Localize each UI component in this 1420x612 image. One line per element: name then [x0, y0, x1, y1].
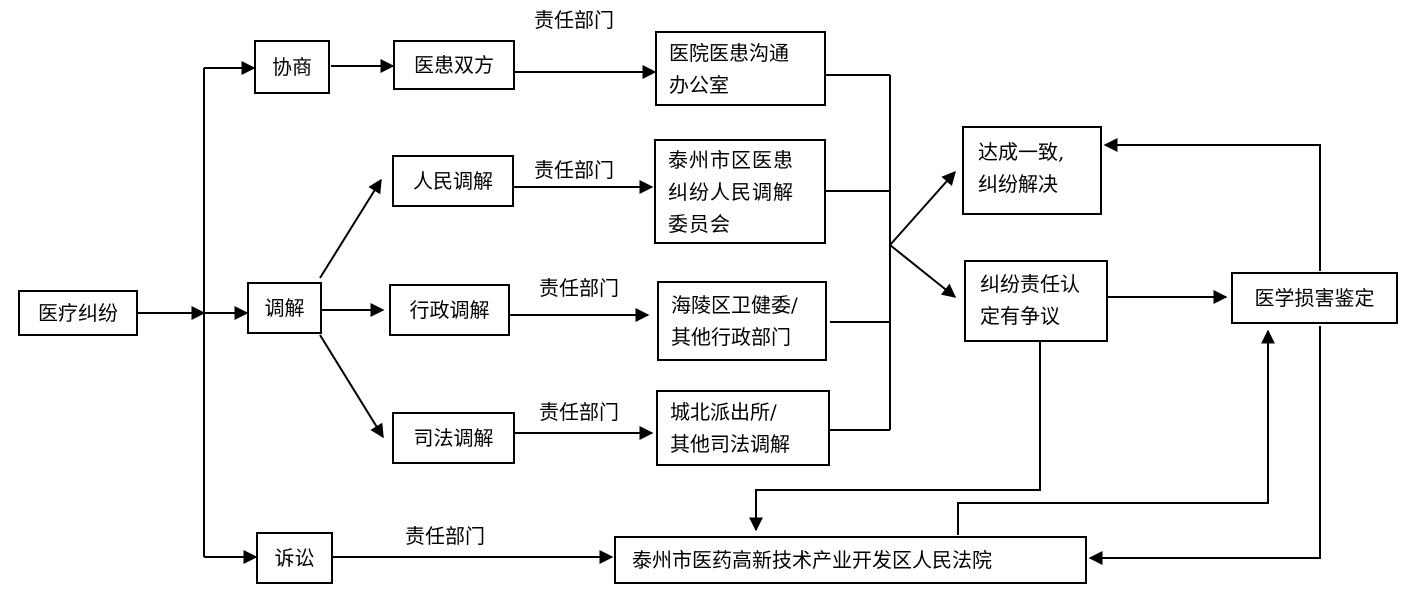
- node-hospital-office-line2: 办公室: [669, 73, 729, 97]
- edge-mediation-to-people: [319, 178, 382, 279]
- node-police-station-line2: 其他司法调解: [670, 432, 790, 456]
- node-police-station: 城北派出所/ 其他司法调解: [656, 390, 830, 466]
- node-dispute-liability-line1: 纠纷责任认: [980, 272, 1080, 296]
- edge-to-agreement: [889, 170, 956, 246]
- node-dispute-liability-line2: 定有争议: [980, 304, 1060, 328]
- node-hospital-office: 医院医患沟通 办公室: [655, 31, 826, 106]
- node-mediation: 调解: [247, 282, 322, 334]
- edge-label-people: 责任部门: [534, 158, 614, 182]
- node-litigation-label: 诉讼: [274, 546, 315, 570]
- node-medical-dispute: 医疗纠纷: [18, 290, 138, 336]
- node-hospital-office-line1: 医院医患沟通: [669, 41, 789, 65]
- edge-label-litigation: 责任部门: [405, 524, 485, 548]
- node-people-committee-line2: 纠纷人民调解: [668, 180, 794, 204]
- node-people-mediation: 人民调解: [392, 155, 514, 207]
- node-damage-appraisal-label: 医学损害鉴定: [1254, 286, 1375, 310]
- node-health-commission-line2: 其他行政部门: [671, 325, 791, 349]
- node-health-commission: 海陵区卫健委/ 其他行政部门: [657, 281, 827, 361]
- edge-to-dispute-liability: [889, 244, 957, 298]
- node-medical-dispute-label: 医疗纠纷: [38, 301, 118, 325]
- edge-label-admin: 责任部门: [539, 276, 619, 300]
- node-agreement-line1: 达成一致,: [978, 140, 1065, 164]
- node-litigation: 诉讼: [256, 532, 333, 584]
- node-negotiation-label: 协商: [272, 55, 312, 79]
- node-mediation-label: 调解: [264, 296, 305, 320]
- node-people-committee-line3: 委员会: [668, 212, 731, 236]
- node-agreement-line2: 纠纷解决: [978, 172, 1058, 196]
- edge-appraisal-to-court: [1088, 326, 1321, 565]
- edge-court-to-appraisal: [957, 329, 1275, 535]
- node-people-committee: 泰州市区医患 纠纷人民调解 委员会: [654, 139, 826, 244]
- edge-appraisal-to-agreement: [1103, 138, 1321, 271]
- node-dispute-liability: 纠纷责任认 定有争议: [964, 260, 1108, 342]
- edge-label-negotiation: 责任部门: [534, 8, 614, 32]
- node-damage-appraisal: 医学损害鉴定: [1231, 272, 1398, 324]
- node-negotiation: 协商: [254, 40, 330, 94]
- node-judicial-mediation: 司法调解: [392, 412, 515, 464]
- node-both-parties-label: 医患双方: [414, 53, 494, 77]
- node-police-station-line1: 城北派出所/: [670, 400, 777, 424]
- node-admin-mediation-label: 行政调解: [409, 298, 490, 322]
- node-both-parties: 医患双方: [393, 40, 515, 90]
- node-admin-mediation: 行政调解: [389, 284, 510, 336]
- node-health-commission-line1: 海陵区卫健委/: [671, 293, 798, 317]
- edge-mediation-to-judicial: [319, 334, 384, 439]
- edge-label-judicial: 责任部门: [539, 400, 619, 424]
- node-people-committee-line1: 泰州市区医患: [668, 148, 794, 172]
- node-judicial-mediation-label: 司法调解: [413, 426, 494, 450]
- node-people-mediation-label: 人民调解: [413, 169, 493, 193]
- edge-liability-to-court: [749, 342, 1041, 532]
- node-court-label: 泰州市医药高新技术产业开发区人民法院: [632, 548, 992, 572]
- node-agreement: 达成一致, 纠纷解决: [962, 126, 1102, 215]
- node-court: 泰州市医药高新技术产业开发区人民法院: [614, 536, 1087, 584]
